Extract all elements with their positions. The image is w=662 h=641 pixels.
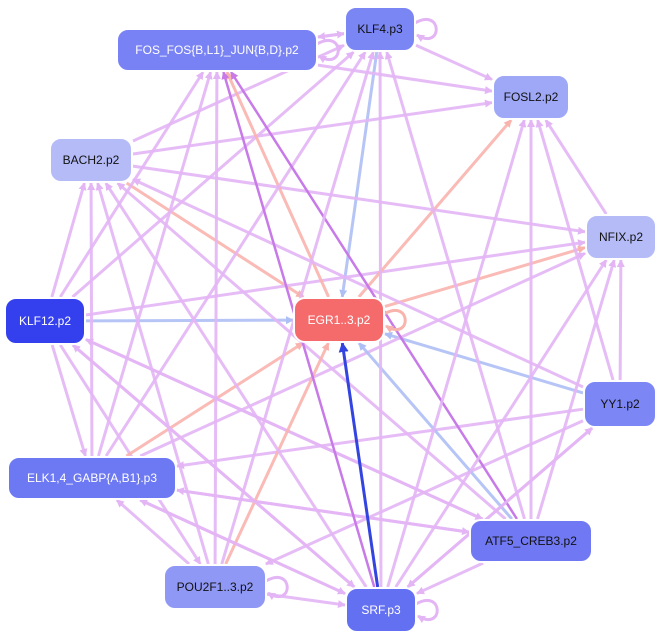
nodes-layer: KLF4.p3FOS_FOS{B,L1}_JUN{B,D}.p2FOSL2.p2… (4, 6, 657, 633)
edge-pou2f1-to-fos (212, 71, 221, 565)
node-label: NFIX.p2 (599, 230, 643, 244)
edge-srf-to-elk1 (139, 498, 346, 595)
self-loop-srf (415, 599, 439, 624)
self-loop-klf4 (414, 18, 438, 43)
edge-klf12-to-elk1 (50, 344, 88, 457)
node-box (344, 6, 416, 52)
edge-yy1-to-bach2 (132, 178, 584, 389)
node-box (7, 456, 177, 500)
node-box (469, 519, 593, 563)
edge-srf-to-yy1 (406, 426, 594, 589)
edge-atf5-to-srf (416, 561, 484, 595)
node-atf5: ATF5_CREB3.p2 (469, 519, 593, 563)
node-klf4: KLF4.p3 (344, 6, 416, 52)
node-srf: SRF.p3 (345, 587, 417, 633)
node-nfix: NFIX.p2 (585, 214, 657, 260)
self-loop-egr1 (383, 309, 407, 334)
edge-klf12-to-fos (58, 71, 205, 298)
edge-pou2f1-to-bach2 (95, 182, 210, 565)
node-pou2f1: POU2F1..3.p2 (163, 564, 267, 610)
edge-atf5-to-nfix (536, 259, 617, 520)
edge-atf5-to-elk1 (176, 487, 470, 534)
edge-srf-to-nfix (394, 259, 608, 588)
edge-fos-to-fosl2 (317, 63, 493, 95)
edge-klf12-to-egr1 (85, 316, 294, 325)
node-box (345, 587, 417, 633)
edge-klf12-to-bach2 (50, 182, 87, 298)
node-egr1: EGR1..3.p2 (293, 297, 385, 343)
node-bach2: BACH2.p2 (49, 137, 133, 183)
node-elk1: ELK1,4_GABP{A,B1}.p3 (7, 456, 177, 500)
edge-atf5-to-fos (230, 71, 518, 520)
node-label: KLF4.p3 (357, 22, 403, 36)
node-yy1: YY1.p2 (583, 380, 657, 428)
edge-atf5-to-bach2 (116, 181, 507, 521)
node-label: FOS_FOS{B,L1}_JUN{B,D}.p2 (135, 43, 299, 57)
node-label: YY1.p2 (600, 397, 640, 411)
edge-klf4-to-egr1 (339, 51, 379, 298)
node-box (49, 137, 133, 183)
node-klf12: KLF12.p2 (4, 297, 86, 345)
node-box (116, 28, 318, 72)
self-loop-pou2f1 (265, 576, 289, 601)
edge-yy1-to-egr1 (384, 331, 584, 395)
node-label: ATF5_CREB3.p2 (485, 534, 577, 548)
edge-egr1-to-fosl2 (357, 119, 513, 298)
edge-yy1-to-fosl2 (535, 119, 615, 381)
edge-fos-to-klf4 (317, 30, 345, 39)
edge-egr1-to-nfix (384, 245, 586, 308)
node-label: ELK1,4_GABP{A,B1}.p3 (27, 471, 157, 485)
node-label: BACH2.p2 (63, 153, 120, 167)
edge-srf-to-egr1 (338, 342, 380, 588)
edge-bach2-to-fosl2 (132, 99, 493, 156)
self-loop-fos (316, 39, 340, 64)
node-label: FOSL2.p2 (504, 90, 559, 104)
edge-klf12-to-nfix (85, 239, 586, 317)
node-fos: FOS_FOS{B,L1}_JUN{B,D}.p2 (116, 28, 318, 72)
node-fosl2: FOSL2.p2 (492, 74, 570, 120)
edge-pou2f1-to-elk1 (115, 498, 191, 566)
node-box (293, 297, 385, 343)
edge-yy1-to-nfix (616, 259, 625, 381)
edge-srf-to-bach2 (104, 182, 368, 588)
edge-elk1-to-klf4 (104, 51, 367, 457)
node-box (585, 214, 657, 260)
edge-elk1-to-fos (96, 71, 213, 457)
node-box (492, 74, 570, 120)
node-box (583, 380, 657, 428)
edge-srf-to-klf12 (71, 343, 356, 589)
edge-atf5-to-egr1 (357, 342, 514, 520)
edge-pou2f1-to-egr1 (224, 342, 330, 565)
self-loops-layer (265, 18, 439, 624)
edge-elk1-to-bach2 (87, 182, 96, 457)
node-box (163, 564, 267, 610)
node-label: POU2F1..3.p2 (177, 580, 254, 594)
edge-srf-to-fosl2 (386, 119, 527, 588)
node-box (4, 297, 86, 345)
node-label: EGR1..3.p2 (308, 313, 371, 327)
edge-atf5-to-klf4 (384, 51, 526, 520)
node-label: KLF12.p2 (19, 314, 71, 328)
node-label: SRF.p3 (361, 603, 401, 617)
edge-klf4-to-fosl2 (415, 43, 493, 81)
edge-nfix-to-fosl2 (544, 119, 608, 215)
